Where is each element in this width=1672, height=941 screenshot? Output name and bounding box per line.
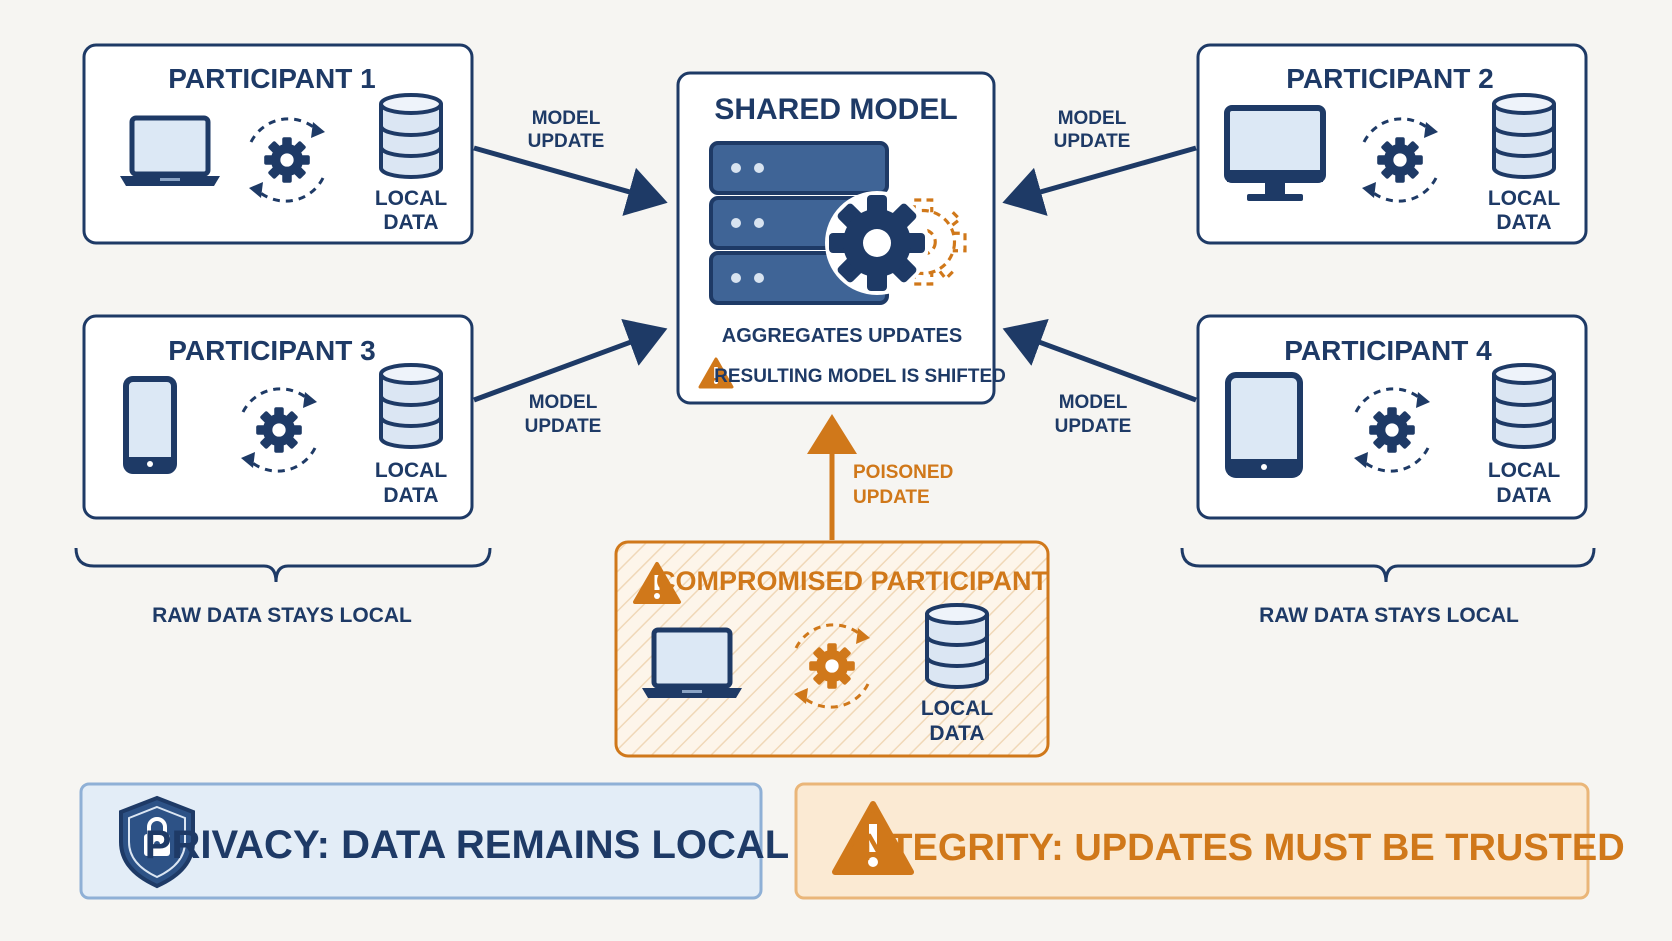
local-data-label-line1: LOCAL (375, 187, 447, 210)
poisoned-update-label-line2: UPDATE (853, 487, 930, 508)
warning-icon (698, 357, 734, 389)
local-data-label-line2: DATA (929, 722, 984, 745)
participant-2-card: PARTICIPANT 2 LOCAL DATA (1196, 43, 1588, 245)
tablet-icon (1225, 372, 1303, 478)
local-data-label-line2: DATA (1496, 484, 1551, 507)
database-icon (1492, 93, 1556, 179)
local-data-label-line2: DATA (383, 484, 438, 507)
laptop-icon (120, 118, 220, 186)
model-update-label-line1: MODEL (532, 108, 601, 129)
participant-3-title: PARTICIPANT 3 (168, 335, 375, 366)
left-brace (74, 547, 492, 583)
shield-lock-icon (119, 795, 195, 889)
shared-model-card: SHARED MODEL AGGREGATES UPDATES (676, 71, 1006, 405)
gear-icon (825, 191, 929, 295)
local-data-label-line2: DATA (1496, 211, 1551, 234)
database-icon (925, 603, 989, 689)
model-update-label-line2: UPDATE (1055, 416, 1132, 437)
model-update-label-line1: MODEL (1058, 108, 1127, 129)
local-data-label-line1: LOCAL (921, 697, 993, 720)
resulting-model-shifted-text: RESULTING MODEL IS SHIFTED (714, 366, 1006, 387)
shared-model-title: SHARED MODEL (714, 93, 957, 126)
arrow-p2-to-model (1002, 145, 1197, 216)
participant-1-title: PARTICIPANT 1 (168, 63, 375, 94)
compromised-title: COMPROMISED PARTICIPANT (656, 566, 1049, 596)
poisoned-update-label-line1: POISONED (853, 462, 953, 483)
model-update-label-line1: MODEL (529, 392, 598, 413)
participant-1-card: PARTICIPANT 1 LOCAL DATA (82, 43, 474, 245)
smartphone-icon (123, 376, 177, 474)
model-update-label-line2: UPDATE (528, 131, 605, 152)
model-update-label-line2: UPDATE (525, 416, 602, 437)
right-brace (1180, 547, 1596, 583)
arrow-p1-to-model (473, 145, 668, 216)
local-data-label-line1: LOCAL (1488, 187, 1560, 210)
aggregates-updates-text: AGGREGATES UPDATES (722, 325, 962, 347)
model-update-label-line1: MODEL (1059, 392, 1128, 413)
participant-4-card: PARTICIPANT 4 LOCAL DATA (1196, 314, 1588, 520)
desktop-monitor-icon (1224, 105, 1326, 201)
database-icon (379, 363, 443, 449)
warning-icon (832, 801, 914, 875)
warning-icon (633, 562, 681, 604)
privacy-banner: PRIVACY: DATA REMAINS LOCAL (79, 782, 789, 900)
integrity-banner-text: INTEGRITY: UPDATES MUST BE TRUSTED (851, 827, 1624, 869)
raw-data-stays-local-left: RAW DATA STAYS LOCAL (152, 604, 412, 627)
model-update-label-line2: UPDATE (1054, 131, 1131, 152)
participant-2-title: PARTICIPANT 2 (1286, 63, 1493, 94)
database-icon (379, 93, 443, 179)
raw-data-stays-local-right: RAW DATA STAYS LOCAL (1259, 604, 1519, 627)
model-update-labels: MODEL UPDATE MODEL UPDATE MODEL UPDATE M… (525, 108, 1132, 508)
participant-4-title: PARTICIPANT 4 (1284, 335, 1492, 366)
laptop-icon (642, 630, 742, 698)
arrow-p4-to-model (1002, 318, 1197, 403)
local-data-label-line1: LOCAL (375, 459, 447, 482)
participant-3-card: PARTICIPANT 3 LOCAL DATA (82, 314, 474, 520)
arrow-p3-to-model (473, 318, 668, 403)
database-icon (1492, 363, 1556, 449)
integrity-banner: INTEGRITY: UPDATES MUST BE TRUSTED (794, 782, 1625, 900)
local-data-label-line2: DATA (383, 211, 438, 234)
update-arrows (473, 145, 1197, 540)
privacy-banner-text: PRIVACY: DATA REMAINS LOCAL (145, 823, 789, 867)
local-data-label-line1: LOCAL (1488, 459, 1560, 482)
compromised-participant-card: COMPROMISED PARTICIPANT LOCAL DATA (614, 540, 1050, 758)
